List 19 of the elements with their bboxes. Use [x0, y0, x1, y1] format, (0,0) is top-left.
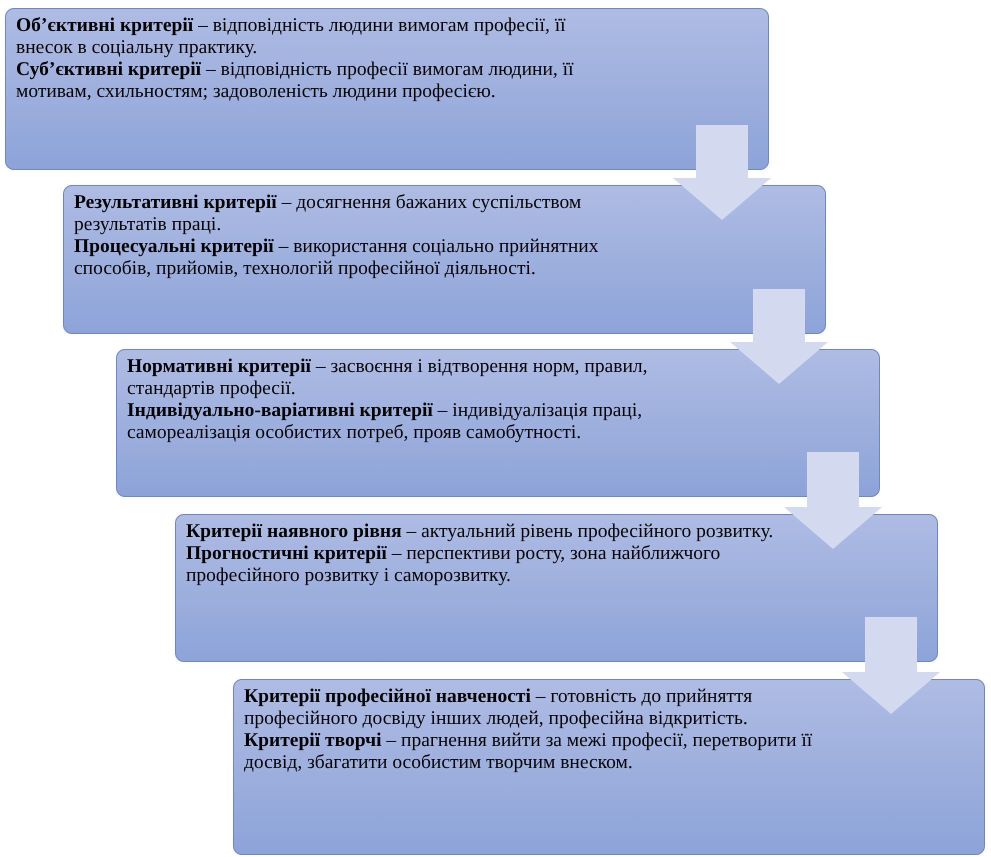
criteria-text: Процесуальні критерії – використання соціально прийнятних способів, прийомів, технологій професійної діяльності. — [74, 236, 600, 280]
criteria-text: Об’єктивні критерії – відповідність людини вимогам професії, її внесок в соціальну практику. — [16, 15, 567, 59]
criteria-text: Результативні критерії – досягнення бажаних суспільством результатів праці. — [74, 192, 582, 236]
criteria-box — [5, 8, 769, 170]
criteria-text: Прогностичні критерії – перспективи росту, зона найближчого професійного розвитку і саморозвитку. — [186, 543, 722, 587]
criteria-text: Критерії професійної навченості – готовність до прийняття професійного досвіду інших людей, професійна відкритість. — [244, 686, 754, 730]
criteria-box — [63, 185, 826, 334]
criteria-text: Суб’єктивні критерії – відповідність професії вимогам людини, її мотивам, схильностям; задоволеність людини професією. — [16, 59, 574, 103]
criteria-text: Нормативні критерії – засвоєння і відтворення норм, правил, стандартів професії. — [127, 356, 649, 400]
criteria-box — [116, 349, 880, 497]
criteria-text: Індивідуально-варіативні критерії – індивідуалізація праці, самореалізація особистих потреб, прояв самобутності. — [127, 400, 644, 444]
block-arrow — [730, 289, 828, 384]
block-arrow — [842, 617, 940, 714]
criteria-box — [233, 679, 985, 855]
criteria-text: Критерії творчі – прагнення вийти за межі професії, перетворити її досвід, збагатити особистим творчим внеском. — [244, 730, 814, 774]
criteria-box — [175, 514, 938, 662]
block-arrow — [673, 125, 771, 220]
criteria-text: Критерії наявного рівня – актуальний рівень професійного розвитку. — [186, 521, 774, 543]
block-arrow — [784, 452, 882, 549]
